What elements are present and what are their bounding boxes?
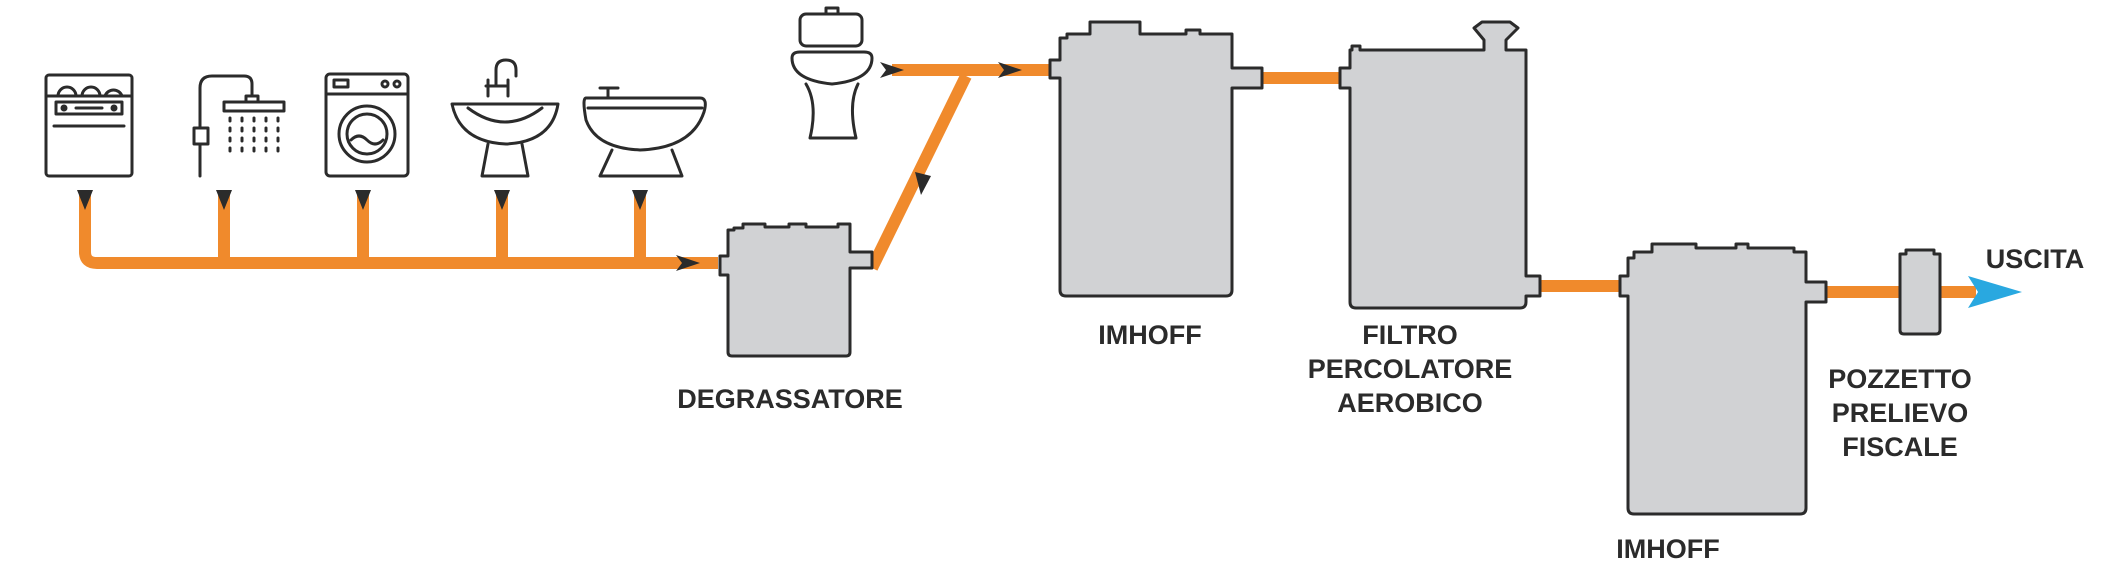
arrow-down-icon: [216, 190, 232, 210]
label-line: PERCOLATORE: [1307, 354, 1513, 384]
label-degrassatore: DEGRASSATORE: [677, 384, 903, 414]
label-line: AEROBICO: [1337, 388, 1483, 418]
pozzetto-tank: [1898, 248, 1942, 336]
flow-arrows: [77, 62, 1022, 271]
bidet-icon: [582, 86, 707, 178]
arrow-right-icon: [880, 62, 904, 78]
label-filtro-percolatore-aerobico: FILTRO PERCOLATORE AEROBICO: [1260, 318, 1560, 420]
arrow-down-icon: [632, 190, 648, 210]
arrow-right-icon: [998, 62, 1022, 78]
label-imhoff-1: IMHOFF: [1098, 320, 1202, 350]
label-line: POZZETTO: [1828, 364, 1972, 394]
toilet-icon: [790, 6, 874, 140]
label-uscita: USCITA: [1985, 244, 2085, 274]
washing-machine-icon: [324, 72, 410, 178]
imhoff-tank-2: [1618, 242, 1828, 516]
shower-icon: [192, 74, 286, 178]
label-line: PRELIEVO: [1831, 398, 1969, 428]
arrow-down-icon: [355, 190, 371, 210]
arrow-right-icon: [676, 255, 700, 271]
dishwasher-icon: [44, 73, 134, 178]
arrow-down-icon: [77, 190, 93, 210]
drain-collector-pipe: [79, 195, 718, 269]
sink-icon: [450, 58, 560, 178]
filtro-percolatore-tank: [1338, 20, 1542, 310]
label-pozzetto-prelievo-fiscale: POZZETTO PRELIEVO FISCALE: [1750, 362, 2050, 464]
degrassatore-outlet-pipe: [866, 73, 972, 271]
imhoff-tank-1: [1048, 20, 1264, 298]
label-line: FISCALE: [1842, 432, 1958, 462]
outlet-arrow-icon: [1968, 276, 2022, 308]
label-imhoff-2: IMHOFF: [1616, 534, 1720, 564]
tanks: [718, 20, 1942, 516]
arrow-up-icon: [915, 172, 931, 195]
arrow-down-icon: [494, 190, 510, 210]
degrassatore-tank: [718, 222, 874, 358]
label-line: FILTRO: [1362, 320, 1458, 350]
